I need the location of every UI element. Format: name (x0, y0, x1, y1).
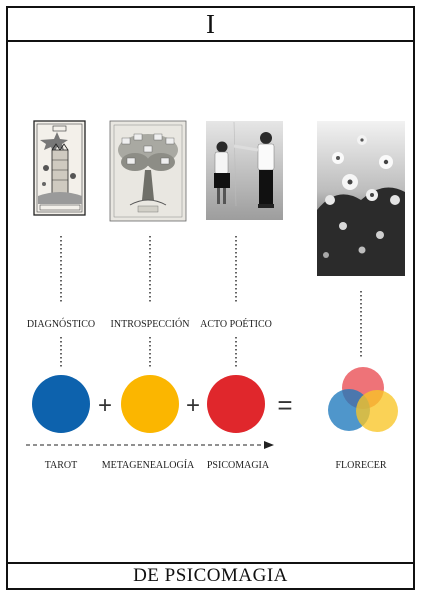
label-tarot: TAROT (45, 460, 78, 471)
label-psicomagia: PSICOMAGIA (207, 460, 270, 471)
header-title: I (206, 8, 215, 39)
footer-bar: DE PSICOMAGIA (8, 562, 413, 588)
plus-sign-2: + (186, 392, 200, 419)
label-acto-poetico: ACTO POÉTICO (200, 318, 272, 330)
couple-photo-image (206, 121, 283, 220)
venn-result-circles (328, 367, 398, 432)
label-metagenealogia: METAGENEALOGÍA (102, 459, 195, 471)
dotted-connectors (60, 236, 362, 368)
process-arrow (26, 441, 274, 449)
footer-title: DE PSICOMAGIA (133, 565, 288, 586)
circle-yellow (121, 375, 179, 433)
header-bar: I (8, 8, 413, 42)
equals-sign: = (277, 390, 292, 420)
circle-red (207, 375, 265, 433)
label-florecer: FLORECER (335, 460, 386, 471)
venn-yellow-circle (356, 390, 398, 432)
label-diagnostico: DIAGNÓSTICO (27, 318, 95, 330)
family-tree-image (109, 120, 187, 222)
plus-sign-1: + (98, 392, 112, 419)
tarot-card-image (33, 120, 86, 216)
flowers-photo-image (317, 121, 405, 276)
circle-blue (32, 375, 90, 433)
card-frame: I DE PSICOMAGIA (6, 6, 415, 590)
label-introspeccion: INTROSPECCIÓN (111, 318, 190, 330)
